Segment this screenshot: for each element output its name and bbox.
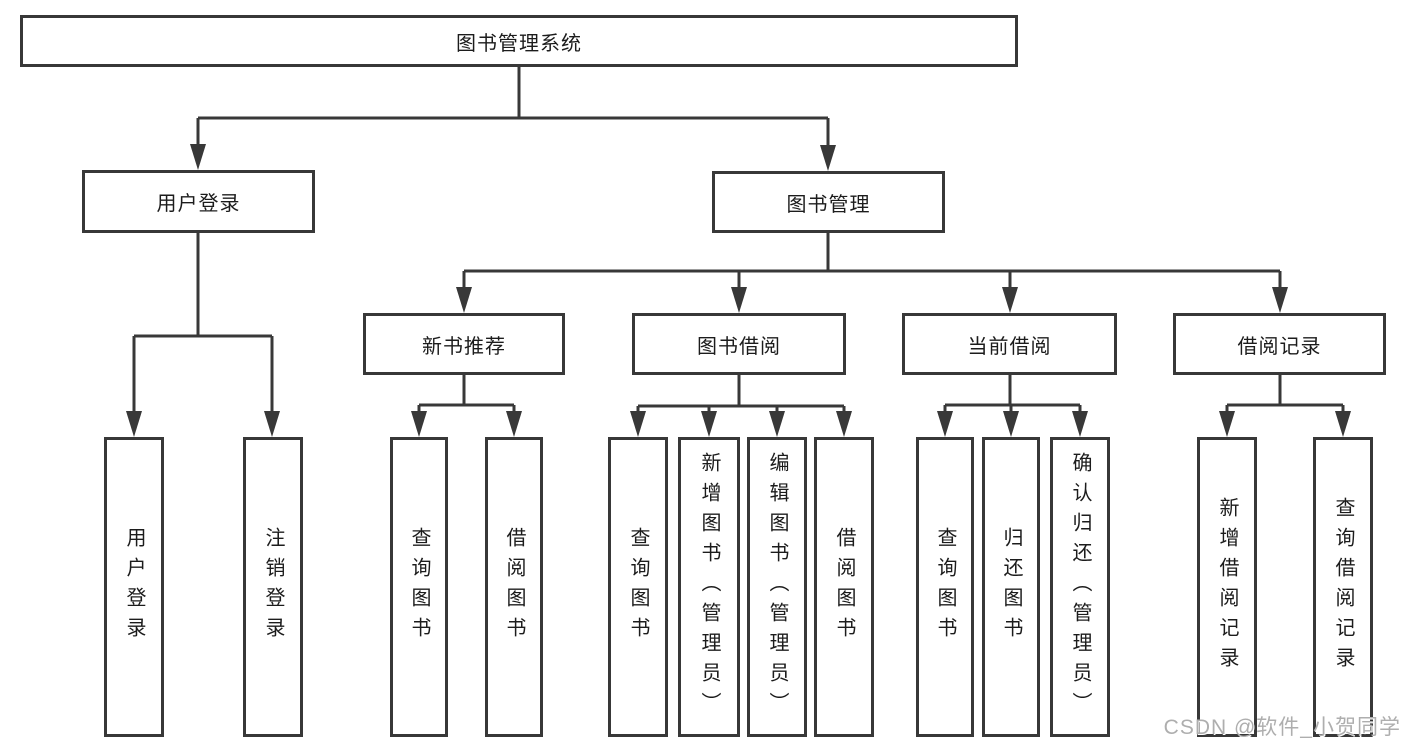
- leaf-user-login: 用户登录: [104, 437, 164, 737]
- leaf-query-books-1: 查询图书: [390, 437, 448, 737]
- leaf-add-borrow-record: 新增借阅记录: [1197, 437, 1257, 737]
- leaf-edit-book-admin: 编辑图书（管理员）: [747, 437, 807, 737]
- node-borrow-records: 借阅记录: [1173, 313, 1386, 375]
- leaf-query-books-3: 查询图书: [916, 437, 974, 737]
- node-current-borrow: 当前借阅: [902, 313, 1117, 375]
- watermark: CSDN @软件_小贺同学: [1163, 716, 1401, 739]
- leaf-return-book: 归还图书: [982, 437, 1040, 737]
- leaf-add-book-admin: 新增图书（管理员）: [678, 437, 740, 737]
- leaf-confirm-return-admin: 确认归还（管理员）: [1050, 437, 1110, 737]
- node-book-management: 图书管理: [712, 171, 945, 233]
- leaf-query-borrow-record: 查询借阅记录: [1313, 437, 1373, 737]
- node-new-book-recommend: 新书推荐: [363, 313, 565, 375]
- node-user-login: 用户登录: [82, 170, 315, 233]
- leaf-borrow-books-2: 借阅图书: [814, 437, 874, 737]
- leaf-borrow-books-1: 借阅图书: [485, 437, 543, 737]
- leaf-logout: 注销登录: [243, 437, 303, 737]
- node-root: 图书管理系统: [20, 15, 1018, 67]
- leaf-query-books-2: 查询图书: [608, 437, 668, 737]
- node-book-borrow: 图书借阅: [632, 313, 846, 375]
